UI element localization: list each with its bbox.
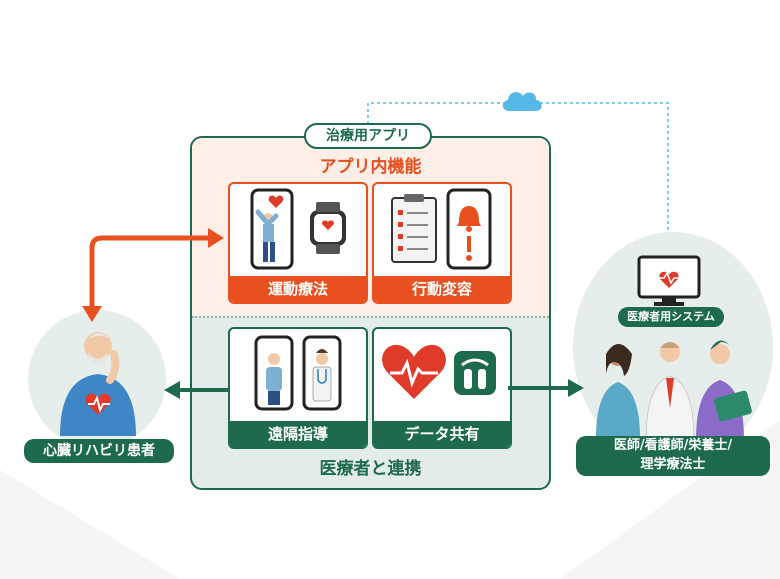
exercise-illustration <box>250 188 346 270</box>
collab-card-remote: 遠隔指導 <box>228 327 368 449</box>
staff-label-line1: 医師/看護師/栄養士/ <box>613 438 733 453</box>
green-arrowhead-left <box>164 381 180 399</box>
app-title: 治療用アプリ <box>304 123 432 149</box>
staff-label: 医師/看護師/栄養士/ 理学療法士 <box>576 436 770 476</box>
remote-illustration <box>254 335 342 411</box>
feature-card-behavior: 行動変容 <box>372 182 512 304</box>
feature-label-exercise: 運動療法 <box>230 276 366 302</box>
collab-label-remote: 遠隔指導 <box>230 421 366 447</box>
feature-label-behavior: 行動変容 <box>374 276 510 302</box>
orange-connector-arrow <box>89 235 210 312</box>
panel-divider <box>192 316 549 318</box>
patient-illustration <box>60 332 136 436</box>
collab-card-data: データ共有 <box>372 327 512 449</box>
collab-label-data: データ共有 <box>374 421 510 447</box>
staff-label-line2: 理学療法士 <box>640 457 706 472</box>
medical-staff-illustration <box>596 340 752 441</box>
green-arrowhead-right <box>568 379 584 397</box>
patient-label: 心臓リハビリ患者 <box>24 439 174 463</box>
collab-title: 医療者と連携 <box>319 459 422 479</box>
orange-arrowhead-right <box>208 228 224 248</box>
feature-card-exercise: 運動療法 <box>228 182 368 304</box>
orange-arrowhead-down <box>82 306 102 322</box>
monitor-icon <box>637 255 701 306</box>
cloud-icon <box>502 92 542 111</box>
behavior-illustration <box>391 188 492 270</box>
features-title: アプリ内機能 <box>319 157 422 177</box>
data-illustration <box>382 344 496 399</box>
system-label: 医療者用システム <box>618 307 724 327</box>
